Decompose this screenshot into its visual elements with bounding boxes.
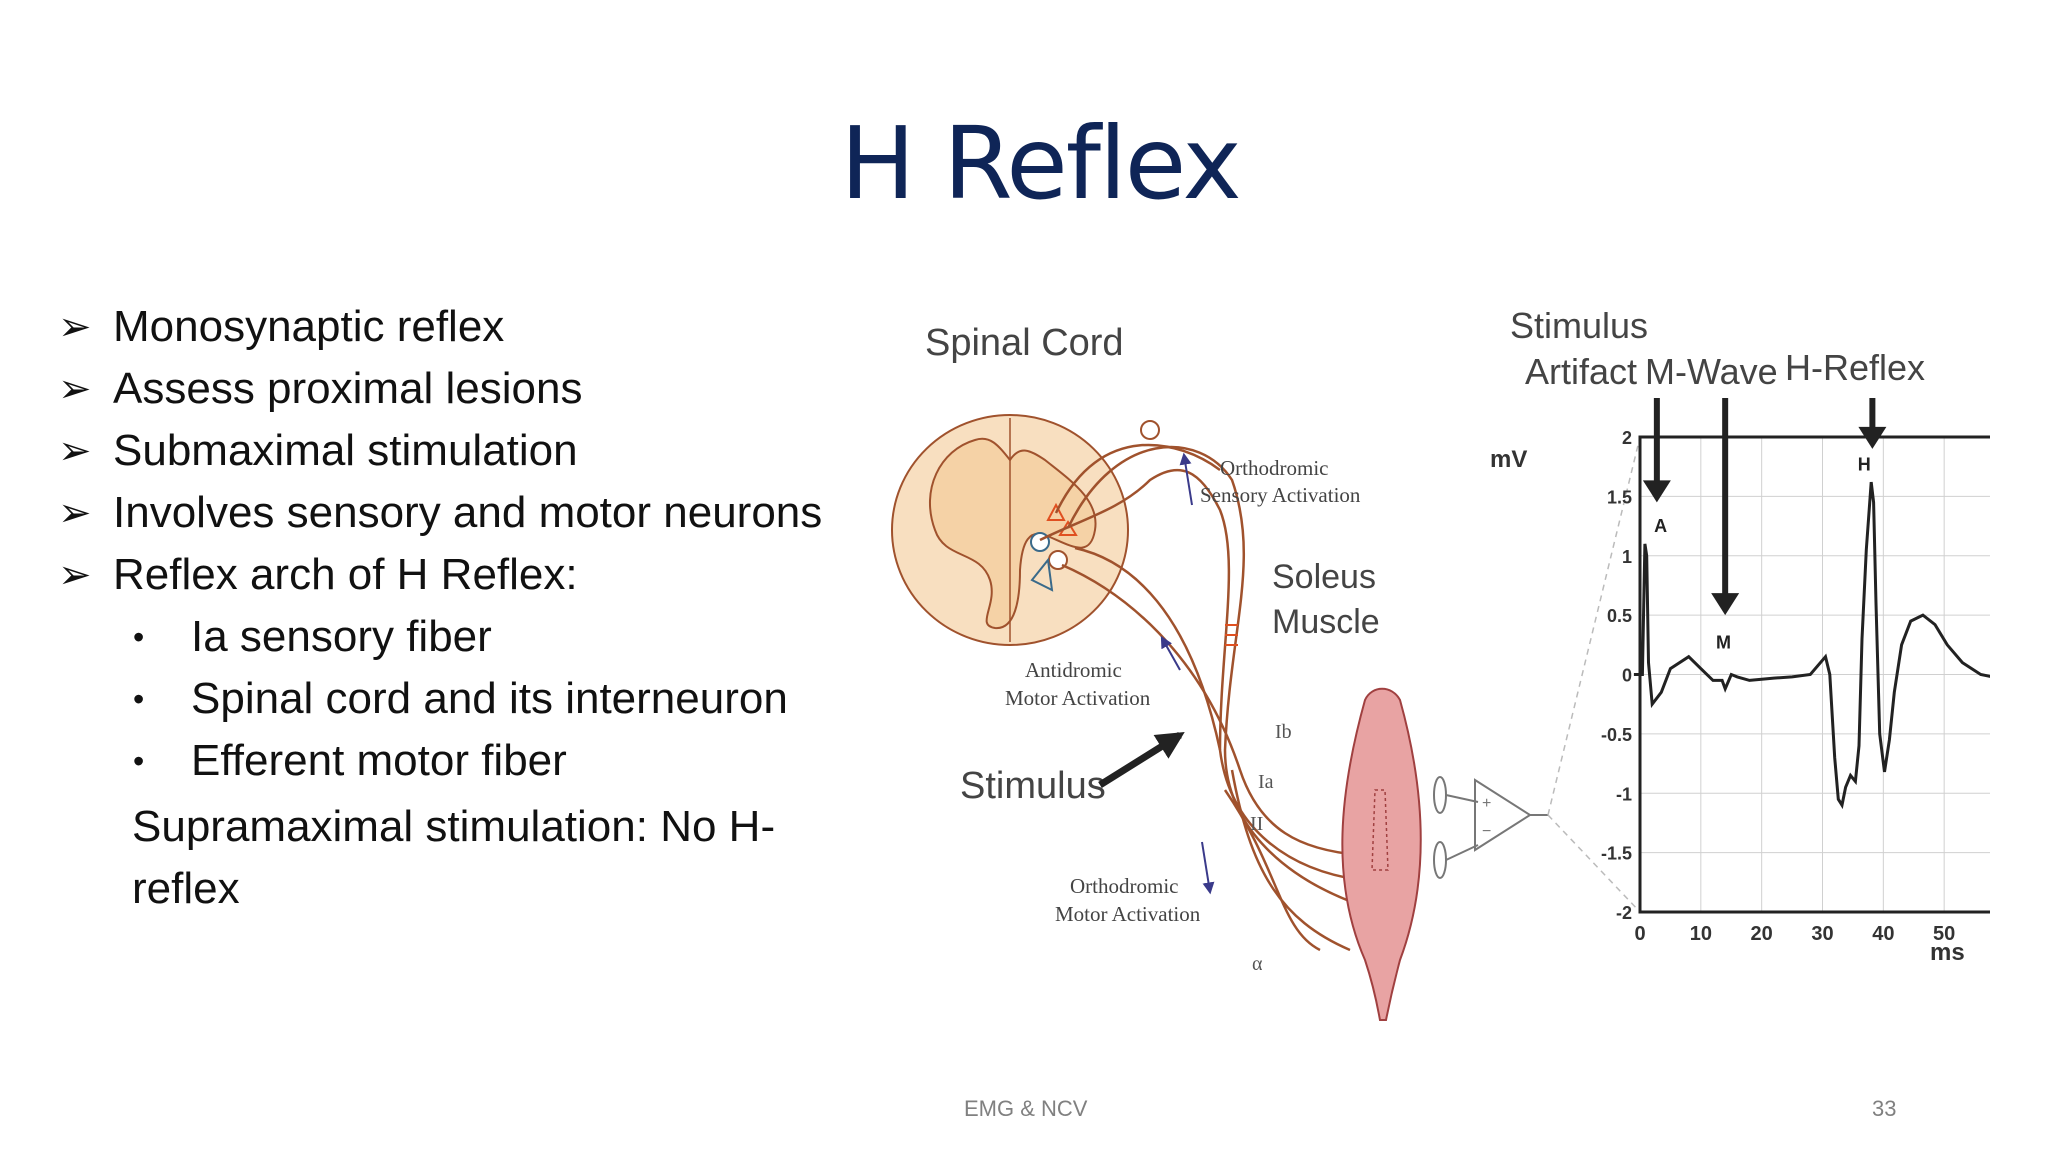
y-tick-label: -2 — [1616, 903, 1632, 923]
recording-amplifier: + − — [1433, 776, 1548, 879]
m-wave-annotation: M-Wave — [1645, 351, 1778, 392]
orthodromic-sensory-line1: Orthodromic — [1220, 456, 1328, 480]
antidromic-motor-line1: Antidromic — [1025, 658, 1122, 682]
sub-bullet-item: • Ia sensory fiber — [58, 606, 888, 668]
chart-ticks: 010203040506021.510.50-0.5-1-1.5-2 — [1601, 428, 1955, 945]
artifact-annotation: Artifact — [1525, 351, 1637, 392]
dot-bullet-icon: • — [133, 618, 145, 655]
bullet-text: Submaximal stimulation — [113, 426, 578, 475]
orthodromic-sensory-line2: Sensory Activation — [1200, 483, 1361, 507]
bullet-item: ➢ Reflex arch of H Reflex: — [58, 544, 888, 606]
emg-waveform-chart: Stimulus Artifact M-Wave H-Reflex mV ms … — [1490, 305, 1990, 966]
x-axis-label: ms — [1930, 939, 1965, 966]
arrowhead-bullet-icon: ➢ — [58, 491, 92, 535]
fiber-label-alpha: α — [1252, 953, 1263, 975]
dot-bullet-icon: • — [133, 680, 145, 717]
muscle-label-line1: Soleus — [1272, 558, 1376, 596]
spinal-cord-label: Spinal Cord — [925, 322, 1124, 364]
bullet-item: ➢ Monosynaptic reflex — [58, 296, 888, 358]
sub-bullet-text: Efferent motor fiber — [191, 736, 567, 785]
x-tick-label: 20 — [1751, 923, 1773, 945]
supramaximal-note: Supramaximal stimulation: No H-reflex — [132, 802, 776, 913]
sub-bullet-text: Ia sensory fiber — [191, 612, 492, 661]
m-wave-arrow-icon-head — [1711, 593, 1740, 616]
stimulus-label: Stimulus — [960, 765, 1106, 807]
slide-title: H Reflex — [840, 105, 1241, 222]
peak-label-m: M — [1716, 632, 1731, 652]
bullet-item: ➢ Involves sensory and motor neurons — [58, 482, 888, 544]
chart-grid — [1639, 436, 1990, 913]
x-tick-label: 30 — [1811, 923, 1833, 945]
bullet-text: Assess proximal lesions — [113, 364, 583, 413]
artifact-arrow-icon-head — [1642, 480, 1671, 503]
fiber-label-ii: II — [1250, 813, 1263, 835]
y-tick-label: -0.5 — [1601, 725, 1632, 745]
sub-bullet-text: Spinal cord and its interneuron — [191, 674, 788, 723]
x-tick-label: 0 — [1634, 923, 1645, 945]
nerve-fibers — [1039, 443, 1361, 952]
y-tick-label: -1.5 — [1601, 844, 1632, 864]
muscle-label-line2: Muscle — [1272, 603, 1380, 641]
x-tick-label: 10 — [1690, 923, 1712, 945]
arrowhead-bullet-icon: ➢ — [58, 305, 92, 349]
y-tick-label: 1.5 — [1607, 487, 1632, 507]
y-tick-label: -1 — [1616, 784, 1632, 804]
fiber-label-ia: Ia — [1258, 771, 1274, 793]
arrowhead-bullet-icon: ➢ — [58, 367, 92, 411]
y-tick-label: 0 — [1622, 666, 1632, 686]
fiber-label-ib: Ib — [1275, 721, 1292, 743]
bullet-text: Monosynaptic reflex — [113, 302, 505, 351]
h-reflex-figure: Spinal Cord Soleus Muscle Ib Ia II — [880, 230, 1990, 1050]
bullet-item: ➢ Assess proximal lesions — [58, 358, 888, 420]
bullet-item: ➢ Submaximal stimulation — [58, 420, 888, 482]
stimulus-arrow-icon — [1098, 732, 1185, 788]
svg-text:+: + — [1482, 795, 1491, 812]
peak-label-h: H — [1858, 454, 1871, 474]
y-tick-label: 0.5 — [1607, 606, 1632, 626]
stimulus-electrode — [1225, 624, 1238, 646]
svg-text:−: − — [1482, 823, 1491, 840]
dot-bullet-icon: • — [133, 742, 145, 779]
arrowhead-bullet-icon: ➢ — [58, 553, 92, 597]
bullet-text: Involves sensory and motor neurons — [113, 488, 823, 537]
h-reflex-diagram: Spinal Cord Soleus Muscle Ib Ia II — [891, 305, 1990, 1021]
h-reflex-arrow-icon-head — [1858, 426, 1887, 449]
arrowhead-bullet-icon: ➢ — [58, 429, 92, 473]
sub-bullet-item: • Efferent motor fiber — [58, 730, 888, 792]
stimulus-annotation: Stimulus — [1510, 305, 1648, 346]
x-tick-label: 50 — [1933, 923, 1955, 945]
soleus-muscle — [1341, 687, 1422, 1021]
antidromic-motor-line2: Motor Activation — [1005, 686, 1151, 710]
bullet-text: Reflex arch of H Reflex: — [113, 550, 578, 599]
footer-text: EMG & NCV — [964, 1096, 1088, 1121]
spinal-cord — [891, 414, 1129, 646]
bullet-list: ➢ Monosynaptic reflex ➢ Assess proximal le… — [58, 296, 888, 792]
page-number: 33 — [1872, 1096, 1897, 1121]
h-reflex-annotation: H-Reflex — [1785, 347, 1925, 388]
orthodromic-motor-line1: Orthodromic — [1070, 874, 1178, 898]
y-tick-label: 1 — [1622, 547, 1632, 567]
peak-label-a: A — [1654, 516, 1667, 536]
emg-trace-line — [1633, 481, 1990, 810]
x-tick-label: 40 — [1872, 923, 1894, 945]
annotation-arrows — [1642, 398, 1887, 616]
sub-bullet-item: • Spinal cord and its interneuron — [58, 668, 888, 730]
orthodromic-motor-line2: Motor Activation — [1055, 902, 1201, 926]
y-axis-label: mV — [1490, 446, 1527, 473]
y-tick-label: 2 — [1622, 428, 1632, 448]
